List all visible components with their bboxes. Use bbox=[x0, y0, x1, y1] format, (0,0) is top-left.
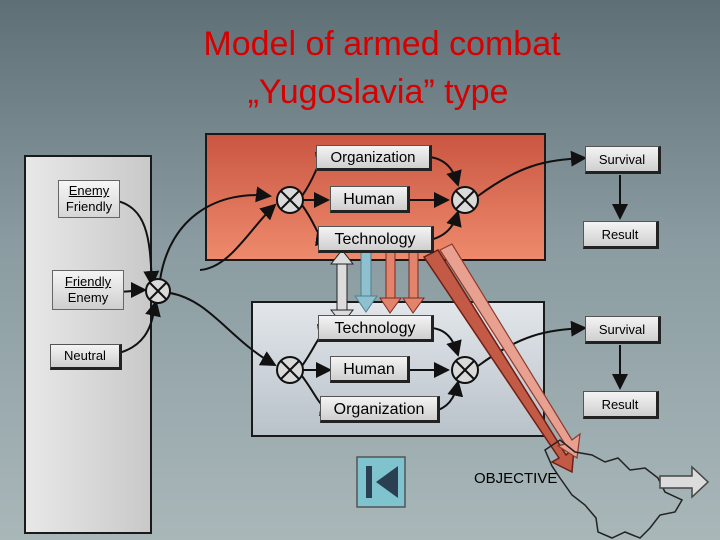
top-technology-label: Technology bbox=[318, 226, 434, 253]
top-human-label: Human bbox=[330, 186, 410, 213]
bottom-organization-label: Organization bbox=[320, 396, 440, 423]
friendly-enemy-label: Friendly Enemy bbox=[52, 270, 124, 310]
next-slide-button[interactable] bbox=[660, 467, 708, 497]
bottom-technology-label: Technology bbox=[318, 315, 434, 342]
title-line-1: Model of armed combat bbox=[203, 25, 561, 63]
top-survival-label: Survival bbox=[585, 146, 661, 174]
bottom-survival-label: Survival bbox=[585, 316, 661, 344]
objective-label: OBJECTIVE bbox=[474, 470, 558, 487]
neutral-label: Neutral bbox=[50, 344, 122, 370]
friendly-text: Friendly bbox=[65, 199, 113, 214]
bottom-human-label: Human bbox=[330, 356, 410, 383]
bottom-result-label: Result bbox=[583, 391, 659, 419]
top-organization-label: Organization bbox=[316, 145, 432, 171]
enemy-friendly-label: Enemy Friendly bbox=[58, 180, 120, 218]
enemy-text: Enemy bbox=[68, 183, 110, 198]
friendly-text-2: Friendly bbox=[64, 274, 112, 289]
top-result-label: Result bbox=[583, 221, 659, 249]
previous-slide-button[interactable] bbox=[357, 457, 405, 507]
title-line-2: „Yugoslavia” type bbox=[247, 73, 509, 111]
enemy-text-2: Enemy bbox=[67, 290, 109, 305]
